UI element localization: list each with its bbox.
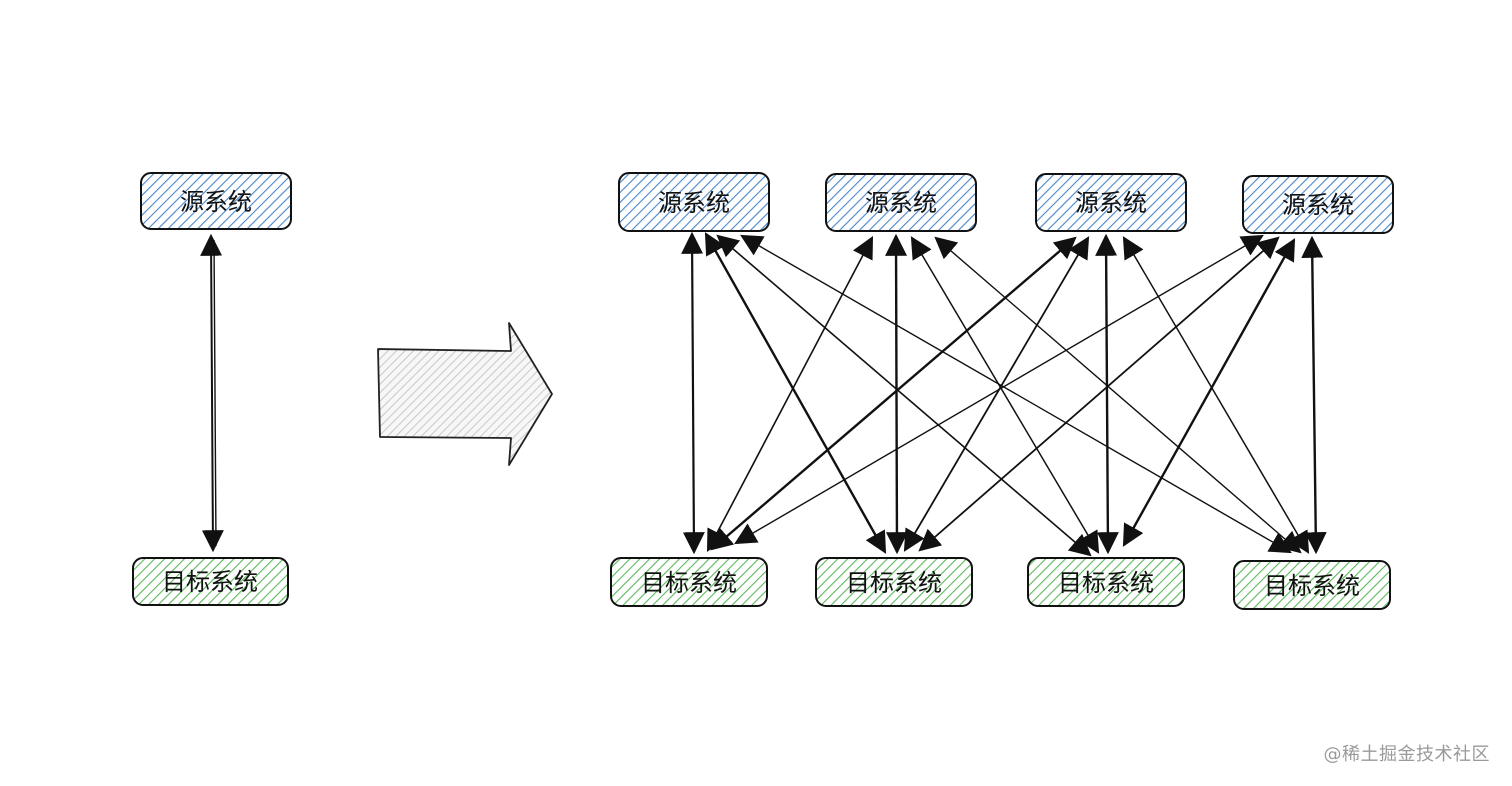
mesh-links	[681, 231, 1327, 557]
source-system-node: 源系统	[618, 172, 770, 232]
target-system-label: 目标系统	[1058, 569, 1154, 597]
source-system-node: 源系统	[140, 172, 292, 230]
target-system-node: 目标系统	[1027, 557, 1185, 607]
target-system-label: 目标系统	[641, 569, 737, 597]
source-system-label: 源系统	[1282, 191, 1354, 219]
target-system-node: 目标系统	[610, 557, 768, 607]
target-system-label: 目标系统	[1264, 572, 1360, 600]
transition-arrow	[377, 322, 553, 466]
target-system-node: 目标系统	[1233, 560, 1391, 610]
source-system-node: 源系统	[1242, 175, 1394, 234]
source-system-label: 源系统	[658, 189, 730, 217]
target-system-label: 目标系统	[162, 568, 258, 596]
source-system-label: 源系统	[180, 188, 252, 216]
target-system-node: 目标系统	[132, 557, 289, 606]
simple-link-group: 源系统 目标系统	[132, 172, 292, 606]
watermark: @稀土掘金技术社区	[1323, 744, 1490, 765]
target-system-node: 目标系统	[815, 557, 973, 607]
simple-bidirectional-arrow	[200, 233, 224, 553]
target-system-label: 目标系统	[846, 569, 942, 597]
source-system-label: 源系统	[1075, 189, 1147, 217]
source-system-node: 源系统	[1035, 173, 1187, 232]
source-system-node: 源系统	[825, 173, 977, 232]
source-system-label: 源系统	[865, 189, 937, 217]
